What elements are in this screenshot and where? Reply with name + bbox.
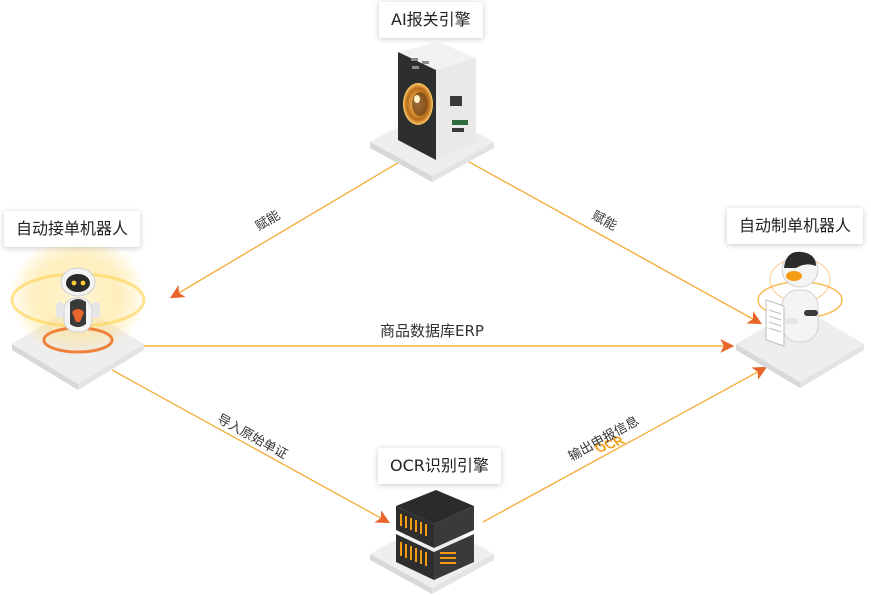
ocr-engine-node: OCR xyxy=(370,434,628,594)
arrow-ocr-to-make xyxy=(482,366,768,523)
robot-icon xyxy=(56,267,100,333)
ai-engine-node xyxy=(370,42,494,182)
connectors xyxy=(111,157,768,524)
make-robot-label: 自动制单机器人 xyxy=(727,208,864,244)
edge-label-receive-to-make: 商品数据库ERP xyxy=(380,322,484,340)
document-icon xyxy=(765,299,785,347)
robot-with-document-icon xyxy=(765,251,819,347)
make-robot-node xyxy=(736,251,864,388)
arrow-ai-to-receive xyxy=(169,157,407,299)
receive-robot-node xyxy=(10,236,146,390)
ocr-engine-label: OCR识别引擎 xyxy=(378,448,501,484)
ocr-server-icon: OCR xyxy=(396,434,628,580)
server-icon xyxy=(398,42,476,160)
ai-engine-label: AI报关引擎 xyxy=(379,2,483,38)
receive-robot-label: 自动接单机器人 xyxy=(4,211,141,247)
arrow-ai-to-make xyxy=(461,157,763,325)
arrow-receive-to-ocr xyxy=(111,369,391,524)
